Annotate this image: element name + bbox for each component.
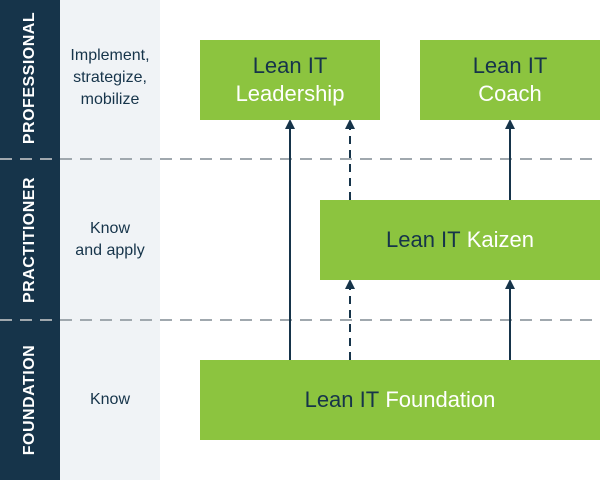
band-description-foundation: Know — [60, 389, 160, 411]
description-line: Implement, — [70, 47, 150, 64]
box-title: Coach — [478, 81, 542, 106]
box-title: Foundation — [385, 387, 496, 412]
box-prefix: Lean IT — [385, 227, 461, 252]
description-line: Know — [89, 220, 131, 237]
description-line: mobilize — [80, 91, 140, 108]
band-label-column — [0, 0, 60, 480]
band-description-column — [60, 0, 160, 480]
box-prefix: Lean IT — [304, 387, 380, 412]
box-lean-it-coach: Lean IT Coach — [420, 40, 600, 120]
band-description-practitioner: Know and apply — [60, 218, 160, 262]
box-lean-it-foundation: Lean IT Foundation — [200, 360, 600, 440]
description-line: Know — [89, 391, 131, 408]
box-prefix: Lean IT — [252, 53, 328, 78]
description-line: strategize, — [73, 69, 147, 86]
box-title: Leadership — [235, 81, 345, 106]
box-prefix: Lean IT — [472, 53, 548, 78]
box-lean-it-leadership: Lean IT Leadership — [200, 40, 380, 120]
band-description-professional: Implement, strategize, mobilize — [60, 45, 160, 111]
description-line: and apply — [75, 242, 145, 259]
box-lean-it-kaizen: Lean IT Kaizen — [320, 200, 600, 280]
box-title: Kaizen — [466, 227, 534, 252]
